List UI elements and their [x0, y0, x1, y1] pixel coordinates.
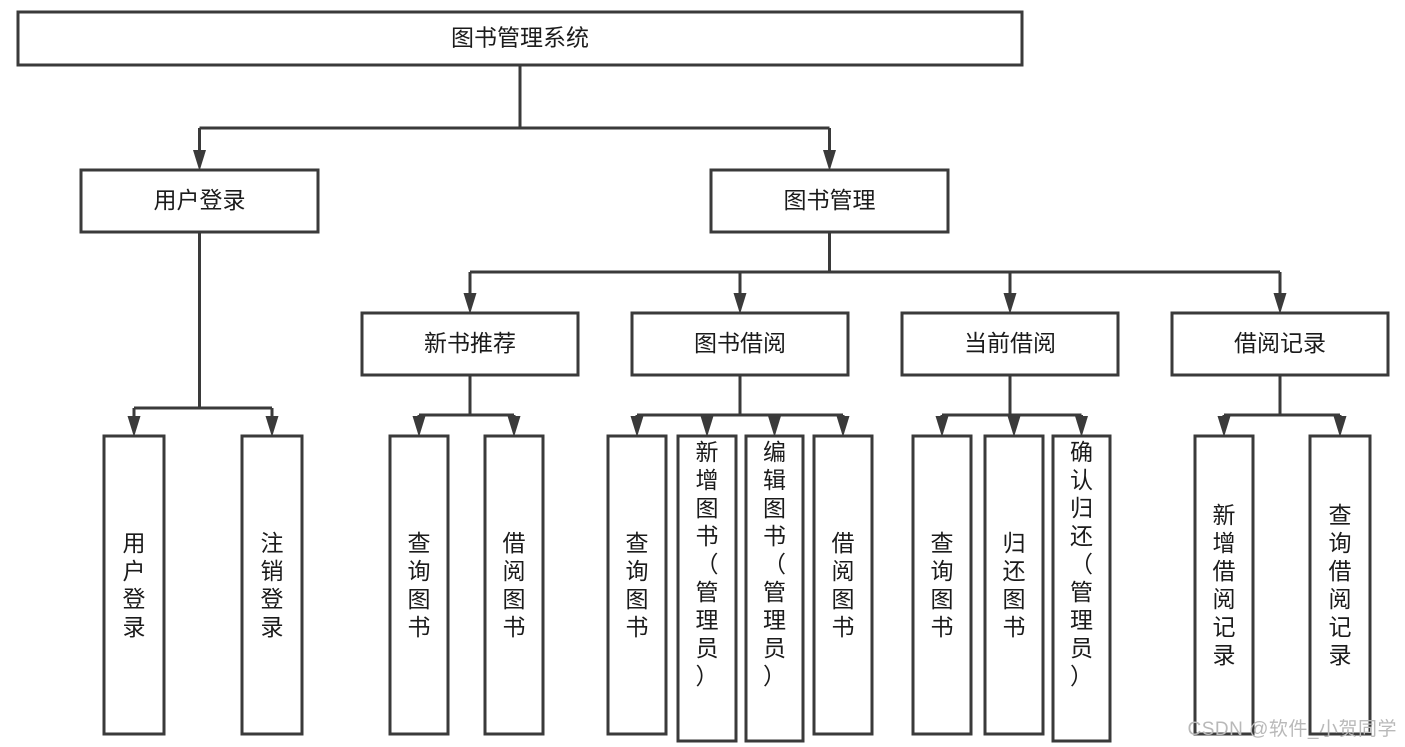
connector-group-borrow-record	[1217, 375, 1347, 437]
node-root[interactable]: 图书管理系统	[16, 10, 1024, 67]
arrow-head-icon	[1273, 293, 1287, 314]
node-leaf-user-logout[interactable]: 注销登录	[240, 434, 304, 736]
node-label: 借阅图书	[503, 530, 526, 640]
node-leaf-borrow-book-2[interactable]: 借阅图书	[812, 434, 874, 736]
arrow-head-icon	[1075, 416, 1088, 437]
node-label: 借阅记录	[1234, 330, 1326, 356]
node-box	[744, 434, 805, 743]
node-leaf-return-book[interactable]: 归还图书	[983, 434, 1045, 736]
node-label: 新增借阅记录	[1213, 502, 1236, 668]
node-leaf-query-book-3[interactable]: 查询图书	[911, 434, 973, 736]
node-layer: 图书管理系统用户登录图书管理新书推荐图书借阅当前借阅借阅记录用户登录注销登录查询…	[16, 10, 1390, 743]
arrow-head-icon	[463, 293, 477, 314]
node-borrow-record[interactable]: 借阅记录	[1170, 311, 1390, 377]
node-box	[983, 434, 1045, 736]
arrow-head-icon	[1333, 416, 1347, 437]
node-leaf-query-record[interactable]: 查询借阅记录	[1308, 434, 1372, 736]
node-label: 图书借阅	[694, 330, 786, 356]
node-leaf-query-book-2[interactable]: 查询图书	[606, 434, 668, 736]
node-box	[812, 434, 874, 736]
arrow-head-icon	[733, 293, 747, 314]
connector-group-current-borrow	[935, 375, 1088, 437]
node-label: 查询图书	[408, 530, 431, 640]
node-box	[360, 311, 580, 377]
connector-group-user-login	[127, 232, 279, 437]
node-label: 当前借阅	[964, 330, 1056, 356]
node-box	[709, 168, 950, 234]
node-box	[79, 168, 320, 234]
node-box	[16, 10, 1024, 67]
node-current-borrow[interactable]: 当前借阅	[900, 311, 1120, 377]
node-user-login[interactable]: 用户登录	[79, 168, 320, 234]
arrow-head-icon	[1217, 416, 1231, 437]
node-label: 注销登录	[261, 530, 284, 640]
node-label: 图书管理	[784, 187, 876, 213]
node-label: 用户登录	[154, 187, 246, 213]
node-leaf-edit-book[interactable]: 编辑图书（管理员）	[744, 434, 805, 743]
node-leaf-borrow-book-1[interactable]: 借阅图书	[483, 434, 545, 736]
node-box	[240, 434, 304, 736]
node-label: 借阅图书	[832, 530, 855, 640]
arrow-head-icon	[768, 416, 781, 437]
node-book-manage[interactable]: 图书管理	[709, 168, 950, 234]
node-box	[1051, 434, 1112, 743]
node-box	[606, 434, 668, 736]
node-book-borrow[interactable]: 图书借阅	[630, 311, 850, 377]
node-label: 查询借阅记录	[1329, 502, 1352, 668]
node-box	[1170, 311, 1390, 377]
node-leaf-add-record[interactable]: 新增借阅记录	[1193, 434, 1255, 736]
arrow-head-icon	[836, 416, 850, 437]
node-label: 查询图书	[626, 530, 649, 640]
arrow-head-icon	[700, 416, 714, 437]
arrow-head-icon	[507, 416, 521, 437]
arrow-head-icon	[935, 416, 949, 437]
node-leaf-user-login[interactable]: 用户登录	[102, 434, 166, 736]
node-label: 新书推荐	[424, 330, 516, 356]
connector-group-book-borrow	[630, 375, 850, 437]
connector-group-book-manage	[463, 232, 1287, 314]
arrow-head-icon	[1003, 293, 1017, 314]
node-leaf-confirm-return[interactable]: 确认归还（管理员）	[1051, 434, 1112, 743]
node-new-book-recommend[interactable]: 新书推荐	[360, 311, 580, 377]
node-label: 新增图书（管理员）	[696, 439, 719, 689]
arrow-head-icon	[823, 150, 836, 171]
node-box	[630, 311, 850, 377]
connector-group-root	[193, 65, 836, 171]
node-box	[900, 311, 1120, 377]
node-label: 用户登录	[123, 530, 146, 640]
node-label: 确认归还（管理员）	[1070, 439, 1093, 689]
arrow-head-icon	[412, 416, 426, 437]
node-label: 归还图书	[1003, 530, 1026, 640]
node-box	[102, 434, 166, 736]
arrow-head-icon	[127, 416, 141, 437]
arrow-head-icon	[1007, 416, 1021, 437]
arrow-head-icon	[630, 416, 644, 437]
node-box	[911, 434, 973, 736]
connector-group-new-book-recommend	[412, 375, 521, 437]
node-box	[1308, 434, 1372, 736]
node-box	[1193, 434, 1255, 736]
arrow-head-icon	[265, 416, 279, 437]
node-label: 编辑图书（管理员）	[763, 439, 786, 689]
edge-layer	[127, 65, 1347, 437]
node-leaf-query-book-1[interactable]: 查询图书	[388, 434, 450, 736]
arrow-head-icon	[193, 150, 206, 171]
node-box	[676, 434, 738, 743]
node-label: 查询图书	[931, 530, 954, 640]
node-leaf-add-book[interactable]: 新增图书（管理员）	[676, 434, 738, 743]
node-box	[483, 434, 545, 736]
node-box	[388, 434, 450, 736]
node-label: 图书管理系统	[451, 25, 589, 51]
